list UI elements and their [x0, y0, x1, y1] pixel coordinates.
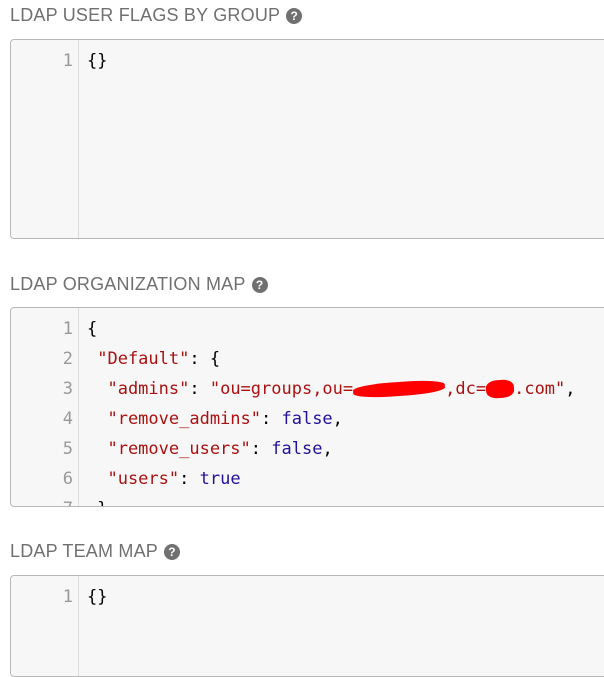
json-string: "ou=groups,ou=	[209, 379, 354, 399]
json-key: "users"	[87, 469, 180, 489]
label-text: LDAP USER FLAGS BY GROUP	[10, 5, 281, 25]
code-line: 2 "Default": {	[11, 344, 604, 374]
code-line: 6 "users": true	[11, 464, 604, 494]
help-icon[interactable]: ?	[251, 276, 268, 293]
json-literal: false	[281, 409, 333, 429]
json-key: "admins"	[87, 379, 190, 399]
code-text: {}	[87, 587, 108, 607]
code-line: 1 {}	[11, 46, 604, 76]
line-number: 3	[62, 379, 73, 399]
code-line: 4 "remove_admins": false,	[11, 404, 604, 434]
line-number: 1	[62, 51, 73, 71]
punct: :	[189, 379, 210, 399]
line-number: 1	[62, 587, 73, 607]
punct: ,	[565, 379, 576, 399]
punct: :	[250, 439, 272, 459]
json-string: .com"	[514, 379, 566, 399]
ldap-organization-map-editor[interactable]: 1{ 2 "Default": { 3 "admins": "ou=groups…	[10, 307, 604, 507]
redaction-mark	[485, 379, 515, 399]
help-icon[interactable]: ?	[286, 7, 303, 24]
line-number: 6	[62, 469, 73, 489]
json-key: "remove_users"	[87, 439, 251, 459]
json-key: "Default"	[87, 349, 190, 369]
line-number: 1	[62, 319, 73, 339]
code-line: 1 {}	[11, 582, 604, 612]
line-number: 2	[62, 349, 73, 369]
code-line: 3 "admins": "ou=groups,ou= ,dc= .com",	[11, 374, 604, 404]
json-key: "remove_admins"	[87, 409, 261, 429]
code-line: 5 "remove_users": false,	[11, 434, 604, 464]
ldap-team-map-label: LDAP TEAM MAP?	[10, 541, 180, 562]
code-text: }	[87, 494, 107, 506]
line-number: 4	[62, 409, 73, 429]
punct: : {	[189, 349, 221, 369]
line-number: 5	[62, 439, 73, 459]
json-literal: false	[271, 439, 323, 459]
punct: ,	[322, 439, 333, 459]
line-gutter	[11, 40, 79, 238]
code-text: {	[87, 319, 98, 339]
code-line: 1{	[11, 314, 604, 344]
help-icon[interactable]: ?	[163, 543, 180, 560]
punct: ,	[332, 409, 343, 429]
ldap-organization-map-label: LDAP ORGANIZATION MAP?	[10, 274, 268, 295]
punct: :	[261, 409, 282, 429]
line-gutter	[11, 308, 79, 506]
json-string: ,dc=	[445, 379, 487, 399]
punct: :	[179, 469, 200, 489]
redaction-mark	[352, 378, 446, 400]
json-literal: true	[199, 469, 241, 489]
line-number: 7	[11, 494, 73, 506]
label-text: LDAP TEAM MAP	[10, 541, 158, 561]
label-text: LDAP ORGANIZATION MAP	[10, 274, 246, 294]
code-line: 7 }	[11, 494, 604, 506]
code-text: {}	[87, 51, 108, 71]
ldap-user-flags-label: LDAP USER FLAGS BY GROUP?	[10, 5, 303, 26]
ldap-team-map-editor[interactable]: 1 {}	[10, 575, 604, 677]
ldap-user-flags-editor[interactable]: 1 {}	[10, 39, 604, 239]
